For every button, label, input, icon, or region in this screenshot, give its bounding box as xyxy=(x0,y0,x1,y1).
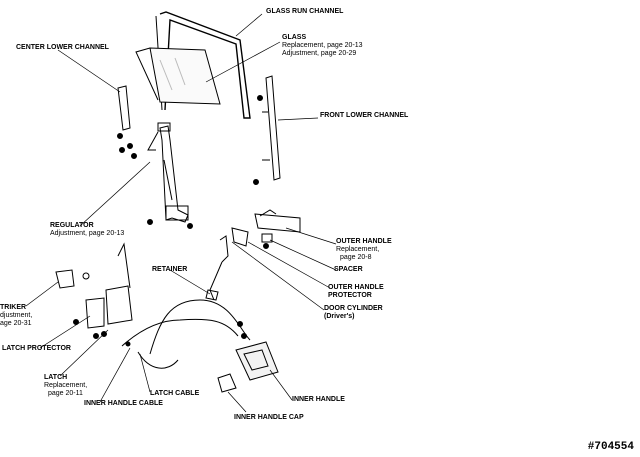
door-cylinder-part xyxy=(231,227,249,247)
inner-handle-cable-label: INNER HANDLE CABLE xyxy=(84,400,163,407)
latch-cable-part xyxy=(149,299,251,355)
spacer-label: SPACER xyxy=(334,266,363,273)
retainer-part xyxy=(205,289,219,301)
glass-part xyxy=(149,47,221,105)
retainer-label: RETAINER xyxy=(152,266,188,273)
door-cylinder-label: DOOR CYLINDER(Driver's) xyxy=(324,305,383,320)
regulator-part xyxy=(159,125,189,223)
inner-handle-cap-label: INNER HANDLE CAP xyxy=(234,414,304,421)
inner-handle-label: INNER HANDLE xyxy=(292,396,345,403)
spacer-part xyxy=(261,233,273,243)
inner-handle-cap-part xyxy=(217,373,237,393)
bolts xyxy=(73,95,269,347)
center-lower-channel-part xyxy=(117,85,131,131)
reference-number: #704554 xyxy=(587,441,634,453)
outer-handle-part xyxy=(254,213,301,233)
glass-run-channel-label: GLASS RUN CHANNEL xyxy=(266,8,344,15)
leader-lines xyxy=(25,13,337,413)
latch-cable-label: LATCH CABLE xyxy=(150,390,200,397)
latch-protector-part xyxy=(85,297,105,329)
latch-part xyxy=(105,285,133,325)
front-lower-channel-part xyxy=(265,75,281,181)
striker-part xyxy=(55,269,75,289)
front-lower-channel-label: FRONT LOWER CHANNEL xyxy=(320,112,409,119)
glass-run-channel-part xyxy=(159,11,251,119)
inner-handle-cable-part xyxy=(121,318,239,347)
center-lower-channel-label: CENTER LOWER CHANNEL xyxy=(16,44,109,51)
inner-handle-part xyxy=(235,341,279,381)
latch-protector-label: LATCH PROTECTOR xyxy=(2,345,71,352)
